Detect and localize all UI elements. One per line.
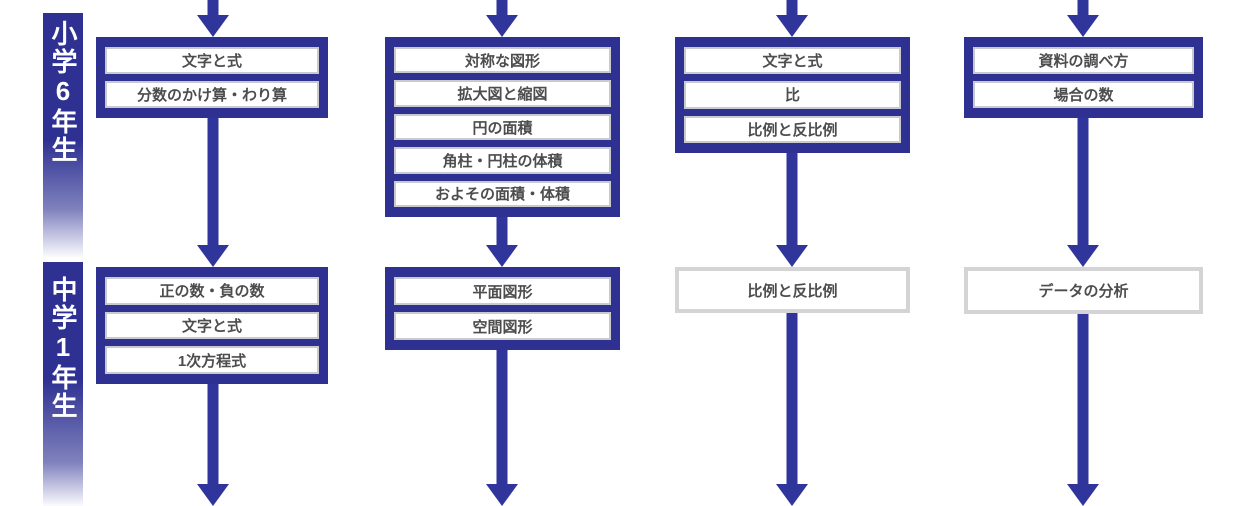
arrow-head-icon <box>776 15 808 37</box>
topic-box: 角柱・円柱の体積 <box>394 147 611 174</box>
arrow-stem <box>1077 118 1089 247</box>
arrow-head-icon <box>197 15 229 37</box>
arrow-head-icon <box>486 484 518 506</box>
arrow-head-icon <box>776 245 808 267</box>
topic-box: 場合の数 <box>973 81 1194 108</box>
arrow-head-icon <box>197 245 229 267</box>
topic-group-r1c4: 資料の調べ方 場合の数 <box>964 37 1203 118</box>
topic-group-r2c2: 平面図形 空間図形 <box>385 267 620 350</box>
arrow-head-icon <box>776 484 808 506</box>
flow-arrow-down <box>1067 118 1099 267</box>
arrow-stem <box>207 384 219 486</box>
topic-group-r2c1: 正の数・負の数 文字と式 1次方程式 <box>96 267 328 384</box>
stage-bar-elementary-grade6: 小学6年生 <box>43 13 83 258</box>
topic-box: 対称な図形 <box>394 47 611 74</box>
topic-box-single: 比例と反比例 <box>675 267 910 313</box>
topic-group-r1c3: 文字と式 比 比例と反比例 <box>675 37 910 153</box>
arrow-stem <box>496 217 508 247</box>
arrow-stem <box>786 313 798 486</box>
flow-arrow-down <box>776 313 808 506</box>
flow-arrow-down <box>197 384 229 506</box>
arrow-head-icon <box>486 245 518 267</box>
flow-arrow-down <box>486 217 518 267</box>
flow-arrow-down <box>486 350 518 506</box>
flow-arrow-down <box>776 153 808 267</box>
arrow-stem <box>1077 314 1089 486</box>
flow-arrow-down <box>197 0 229 37</box>
topic-group-r1c1: 文字と式 分数のかけ算・わり算 <box>96 37 328 118</box>
topic-box: 1次方程式 <box>105 346 319 375</box>
flow-arrow-down <box>1067 0 1099 37</box>
flow-arrow-down <box>486 0 518 37</box>
arrow-stem <box>496 0 508 17</box>
topic-box-single: データの分析 <box>964 267 1203 314</box>
arrow-stem <box>207 0 219 17</box>
stage-bar-juniorhigh-year1: 中学1年生 <box>43 262 83 506</box>
topic-box: 分数のかけ算・わり算 <box>105 81 319 108</box>
topic-group-r1c2: 対称な図形 拡大図と縮図 円の面積 角柱・円柱の体積 およその面積・体積 <box>385 37 620 217</box>
topic-box: 文字と式 <box>105 47 319 74</box>
arrow-stem <box>207 118 219 247</box>
arrow-stem <box>786 0 798 17</box>
topic-box: 比 <box>684 81 901 109</box>
stage-label: 小学6年生 <box>48 20 78 164</box>
arrow-stem <box>496 350 508 486</box>
flow-arrow-down <box>776 0 808 37</box>
arrow-head-icon <box>1067 15 1099 37</box>
arrow-head-icon <box>197 484 229 506</box>
arrow-head-icon <box>1067 245 1099 267</box>
arrow-head-icon <box>1067 484 1099 506</box>
flow-arrow-down <box>1067 314 1099 506</box>
topic-box: 円の面積 <box>394 113 611 141</box>
topic-box: 正の数・負の数 <box>105 277 319 305</box>
topic-box: 資料の調べ方 <box>973 47 1194 74</box>
topic-box: およその面積・体積 <box>394 180 611 208</box>
topic-box: 空間図形 <box>394 312 611 340</box>
arrow-head-icon <box>486 15 518 37</box>
flow-arrow-down <box>197 118 229 267</box>
arrow-stem <box>786 153 798 247</box>
topic-box: 平面図形 <box>394 277 611 305</box>
topic-box: 文字と式 <box>105 311 319 340</box>
topic-box: 拡大図と縮図 <box>394 80 611 107</box>
arrow-stem <box>1077 0 1089 17</box>
stage-label: 中学1年生 <box>48 276 78 420</box>
topic-box: 比例と反比例 <box>684 115 901 143</box>
topic-box: 文字と式 <box>684 47 901 75</box>
